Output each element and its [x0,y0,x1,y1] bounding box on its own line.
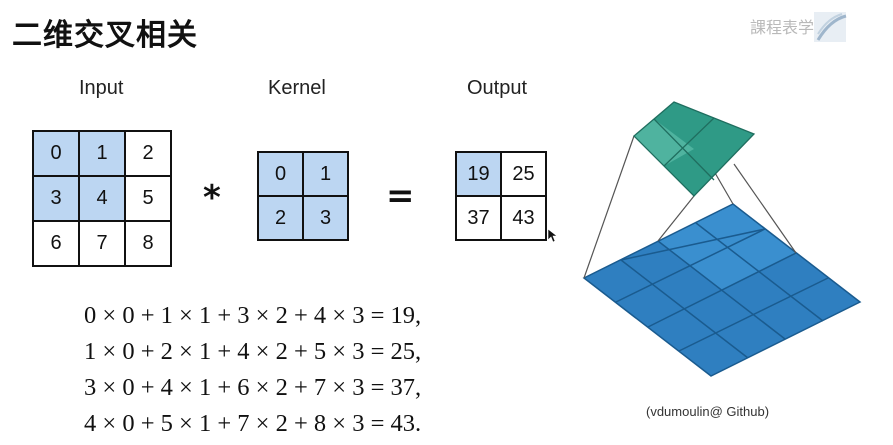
equation-line: 4 × 0 + 5 × 1 + 7 × 2 + 8 × 3 = 43. [84,410,422,437]
input-cell: 3 [32,175,80,222]
kernel-cell: 2 [257,195,304,241]
input-cell: 2 [124,130,172,177]
input-grid-lines [615,222,829,359]
kernel-label: Kernel [268,77,326,99]
equation-line: 1 × 0 + 2 × 1 + 4 × 2 + 5 × 3 = 25, [84,338,422,365]
input-cell: 6 [32,220,80,267]
kernel-cell: 3 [302,195,349,241]
kernel-cell: 1 [302,151,349,197]
output-cell: 19 [455,151,502,197]
output-matrix: 19 25 37 43 [455,151,547,241]
kernel-matrix: 0 1 2 3 [257,151,349,241]
image-credit: (vdumoulin@ Github) [646,404,770,419]
input-cell: 7 [78,220,126,267]
input-label: Input [79,77,124,99]
watermark-logo-icon [814,12,847,42]
equals-operator: = [386,176,415,216]
kernel-cell: 0 [257,151,304,197]
equation-line: 0 × 0 + 1 × 1 + 3 × 2 + 4 × 3 = 19, [84,302,422,329]
output-cell: 25 [500,151,547,197]
input-cell: 0 [32,130,80,177]
input-cell: 5 [124,175,172,222]
equation-line: 3 × 0 + 4 × 1 + 6 × 2 + 7 × 3 = 37, [84,374,422,401]
mouse-cursor-icon [547,228,558,243]
convolution-visualization [582,101,862,377]
input-cell: 1 [78,130,126,177]
input-matrix: 0 1 2 3 4 5 6 7 8 [32,130,172,267]
output-label: Output [467,77,528,99]
output-cell: 37 [455,195,502,241]
output-cell: 43 [500,195,547,241]
slide-title: 二维交叉相关 [12,18,198,53]
input-cell: 4 [78,175,126,222]
watermark-text: 課程表学習 [750,18,831,37]
convolution-operator: * [203,178,221,218]
input-cell: 8 [124,220,172,267]
